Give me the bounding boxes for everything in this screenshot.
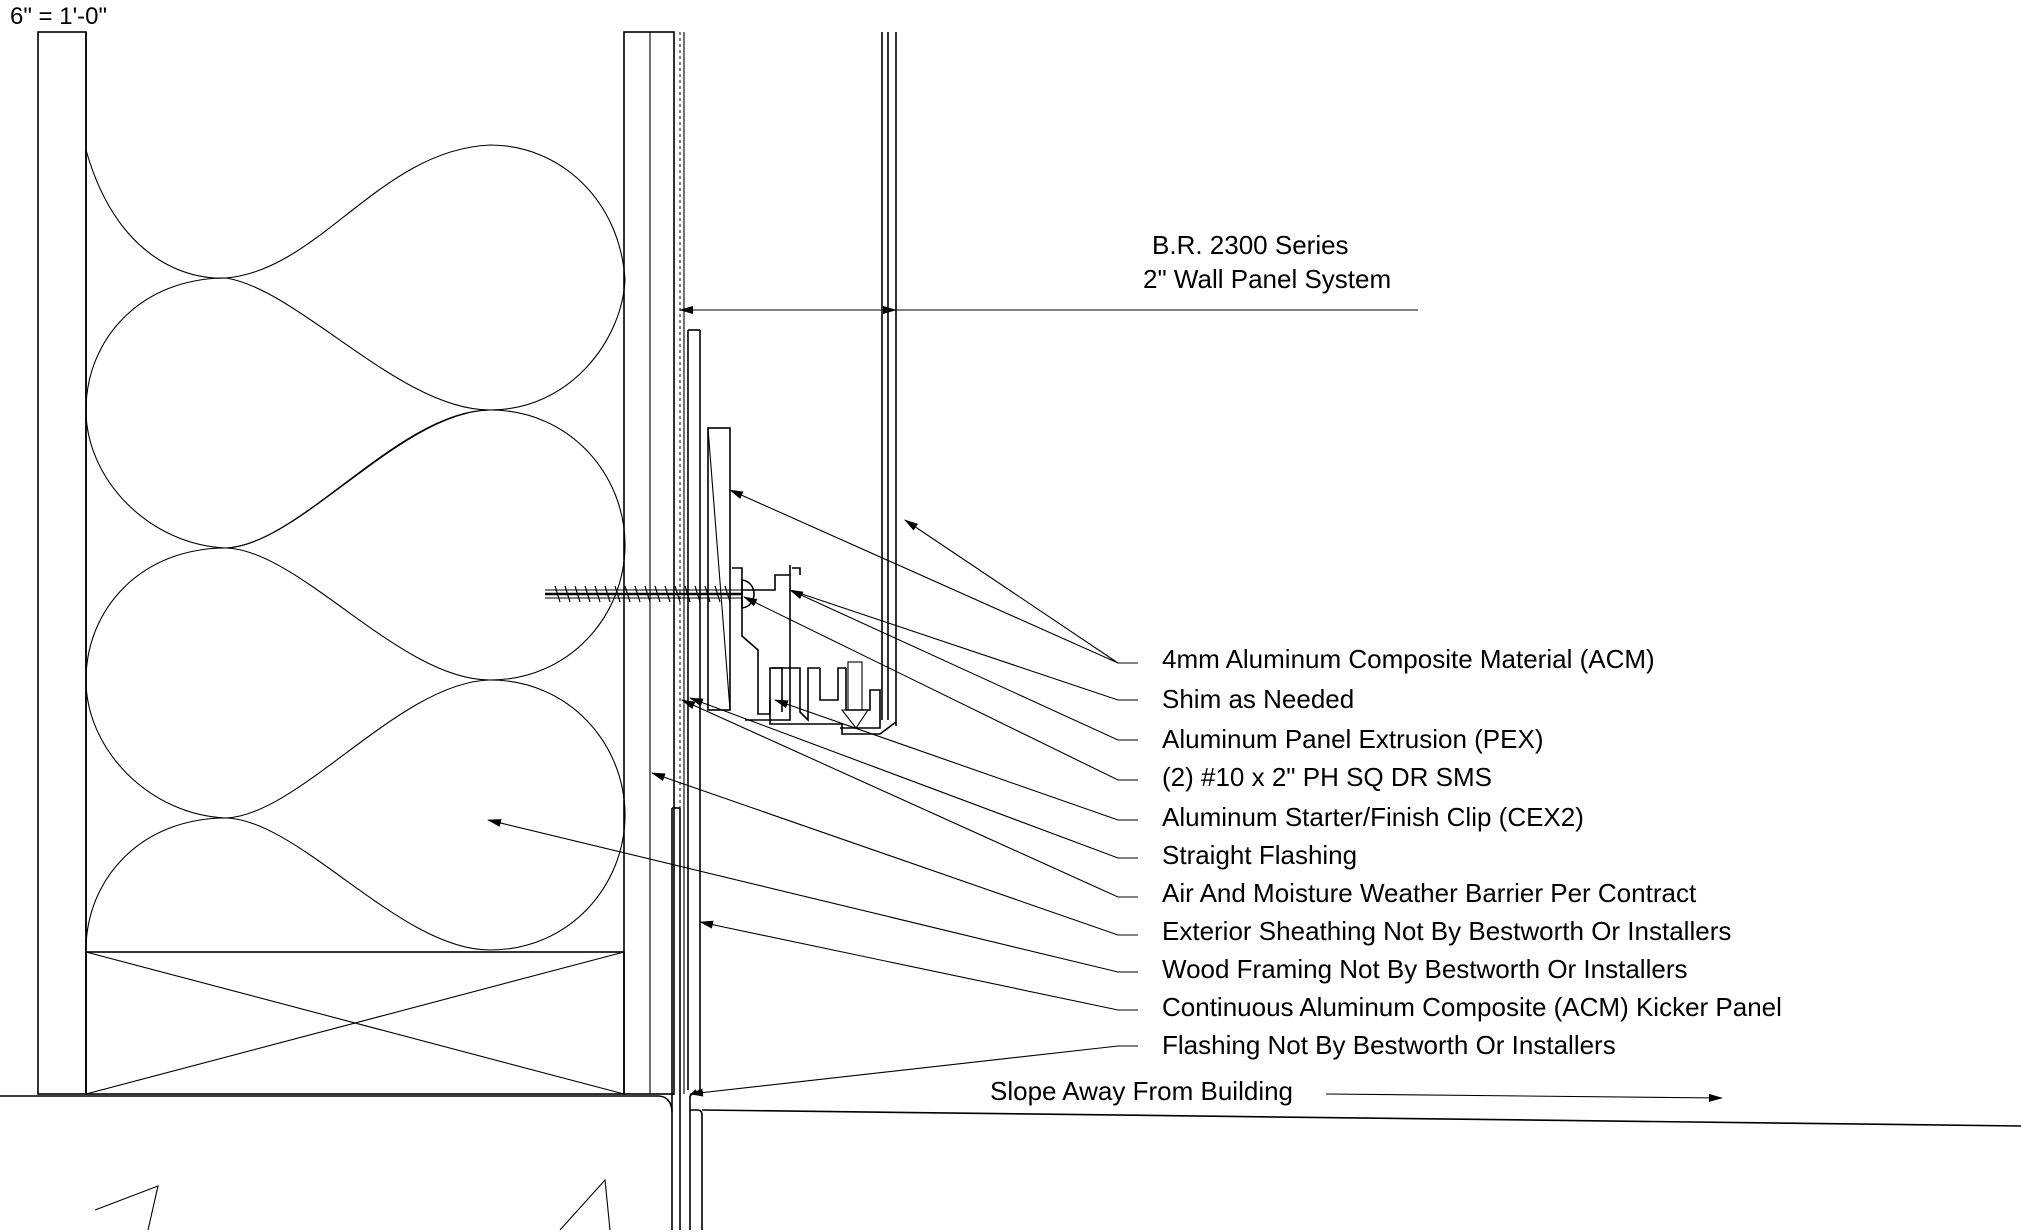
sms-screw bbox=[840, 661, 870, 729]
concrete-aggregate bbox=[94, 1178, 611, 1231]
acm-panel bbox=[881, 32, 897, 726]
callout-labels: 4mm Aluminum Composite Material (ACM) Sh… bbox=[1162, 644, 1782, 1060]
interior-board bbox=[37, 31, 87, 1095]
scale-label: 6" = 1'-0" bbox=[10, 3, 107, 30]
callout-clip: Aluminum Starter/Finish Clip (CEX2) bbox=[1162, 802, 1584, 832]
callout-wood-framing: Wood Framing Not By Bestworth Or Install… bbox=[1162, 954, 1687, 984]
slope-label: Slope Away From Building bbox=[990, 1076, 1293, 1106]
panel-extrusion bbox=[732, 565, 881, 729]
callout-straight-flashing: Straight Flashing bbox=[1162, 840, 1357, 870]
system-label-line2: 2" Wall Panel System bbox=[1143, 264, 1391, 294]
bottom-plate bbox=[85, 951, 625, 1095]
callout-sheathing: Exterior Sheathing Not By Bestworth Or I… bbox=[1162, 916, 1731, 946]
callout-sms: (2) #10 x 2" PH SQ DR SMS bbox=[1162, 762, 1492, 792]
exterior-sheathing bbox=[623, 31, 675, 1095]
system-label-line1: B.R. 2300 Series bbox=[1152, 230, 1349, 260]
callout-pex: Aluminum Panel Extrusion (PEX) bbox=[1162, 724, 1543, 754]
callout-shim: Shim as Needed bbox=[1162, 684, 1354, 714]
batt-insulation bbox=[85, 144, 626, 951]
callout-kicker-panel: Continuous Aluminum Composite (ACM) Kick… bbox=[1162, 992, 1782, 1022]
fastener-screw bbox=[545, 579, 755, 609]
slope-arrow bbox=[1325, 1093, 1723, 1102]
foundation bbox=[0, 1089, 2021, 1230]
callout-acm: 4mm Aluminum Composite Material (ACM) bbox=[1162, 644, 1655, 674]
shim bbox=[707, 427, 731, 711]
leader-lines bbox=[487, 489, 1138, 1097]
callout-weather-barrier: Air And Moisture Weather Barrier Per Con… bbox=[1162, 878, 1697, 908]
callout-flashing: Flashing Not By Bestworth Or Installers bbox=[1162, 1030, 1616, 1060]
starter-finish-clip bbox=[769, 700, 897, 735]
kicker-panel bbox=[671, 807, 681, 1230]
